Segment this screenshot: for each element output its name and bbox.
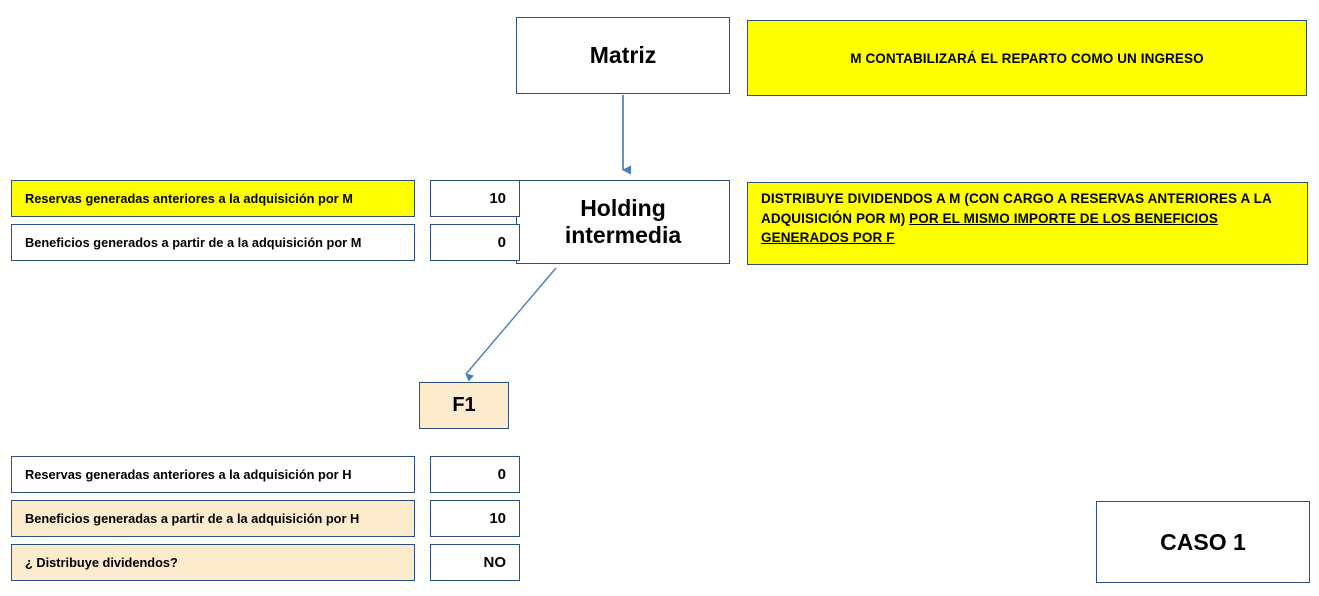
case-label-text: CASO 1 xyxy=(1160,528,1246,555)
row-value-text: 10 xyxy=(489,510,506,527)
arrow-holding-to-f1 xyxy=(465,267,557,382)
entity-box-f1[interactable]: F1 xyxy=(419,382,509,429)
entity-label-holding-line1: Holding xyxy=(580,195,666,222)
row-value-distribuye-dividendos[interactable]: NO xyxy=(430,544,520,581)
row-label-distribuye-dividendos[interactable]: ¿ Distribuye dividendos? xyxy=(11,544,415,581)
row-label-text: ¿ Distribuye dividendos? xyxy=(25,555,178,570)
case-label-box[interactable]: CASO 1 xyxy=(1096,501,1310,583)
row-value-text: 10 xyxy=(489,190,506,207)
note-mid-underlined-text: POR EL MISMO IMPORTE DE LOS BENEFICIOS G… xyxy=(761,210,1218,246)
row-value-beneficios-h[interactable]: 10 xyxy=(430,500,520,537)
row-value-beneficios-m[interactable]: 0 xyxy=(430,224,520,261)
row-label-reservas-h[interactable]: Reservas generadas anteriores a la adqui… xyxy=(11,456,415,493)
note-top-income: M CONTABILIZARÁ EL REPARTO COMO UN INGRE… xyxy=(747,20,1307,96)
row-label-reservas-m[interactable]: Reservas generadas anteriores a la adqui… xyxy=(11,180,415,217)
row-label-beneficios-m[interactable]: Beneficios generados a partir de a la ad… xyxy=(11,224,415,261)
row-label-text: Reservas generadas anteriores a la adqui… xyxy=(25,467,352,482)
entity-box-matriz[interactable]: Matriz xyxy=(516,17,730,94)
entity-label-holding: Holding intermedia xyxy=(565,195,681,248)
entity-label-matriz: Matriz xyxy=(589,42,657,68)
row-value-reservas-h[interactable]: 0 xyxy=(430,456,520,493)
entity-label-f1: F1 xyxy=(452,394,476,416)
row-value-text: 0 xyxy=(497,466,506,483)
row-label-beneficios-h[interactable]: Beneficios generadas a partir de a la ad… xyxy=(11,500,415,537)
row-label-text: Beneficios generadas a partir de a la ad… xyxy=(25,511,360,526)
row-label-text: Beneficios generados a partir de a la ad… xyxy=(25,235,362,250)
note-dividend-distribution: DISTRIBUYE DIVIDENDOS A M (CON CARGO A R… xyxy=(747,182,1308,265)
row-value-text: NO xyxy=(483,554,507,571)
note-top-text: M CONTABILIZARÁ EL REPARTO COMO UN INGRE… xyxy=(850,50,1204,66)
row-value-text: 0 xyxy=(497,234,506,251)
row-value-reservas-m[interactable]: 10 xyxy=(430,180,520,217)
note-mid-plain-text: DISTRIBUYE DIVIDENDOS A M (CON CARGO A R… xyxy=(761,191,1272,226)
entity-box-holding-intermedia[interactable]: Holding intermedia xyxy=(516,180,730,264)
row-label-text: Reservas generadas anteriores a la adqui… xyxy=(25,191,353,206)
entity-label-holding-line2: intermedia xyxy=(564,222,682,248)
